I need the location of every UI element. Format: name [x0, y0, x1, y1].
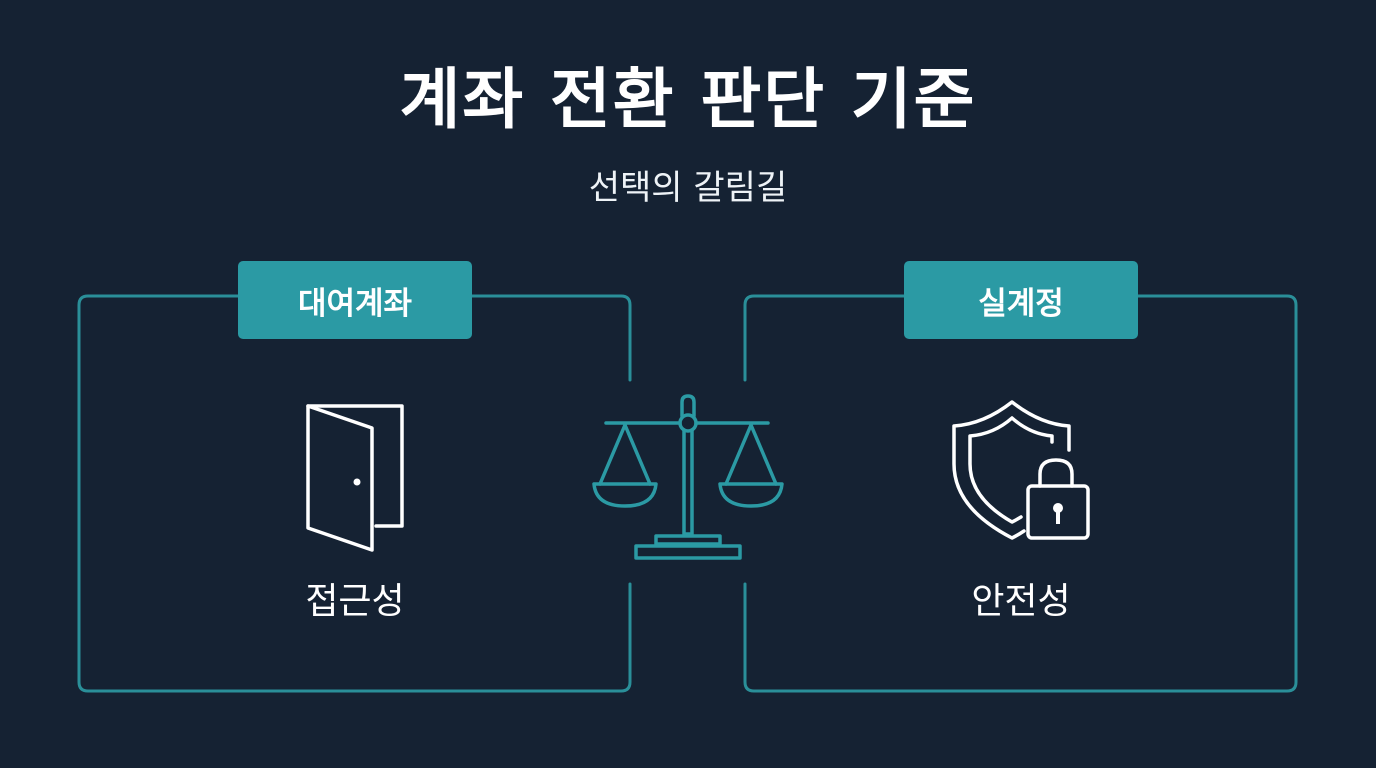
tab-real-account-label: 실계정: [978, 285, 1064, 322]
security-caption: 안전성: [971, 581, 1071, 622]
page-subtitle: 선택의 갈림길: [588, 168, 788, 208]
tab-real-account: 실계정: [904, 261, 1138, 339]
open-door-icon: [306, 404, 404, 552]
page-title: 계좌 전환 판단 기준: [399, 61, 977, 138]
left-panel-frame: [77, 294, 632, 693]
balance-scale-icon: [592, 394, 784, 560]
tab-rental-account: 대여계좌: [238, 261, 472, 339]
right-panel-frame: [743, 294, 1298, 693]
tab-rental-account-label: 대여계좌: [297, 285, 413, 322]
accessibility-caption: 접근성: [305, 581, 405, 622]
shield-lock-icon: [952, 400, 1090, 540]
